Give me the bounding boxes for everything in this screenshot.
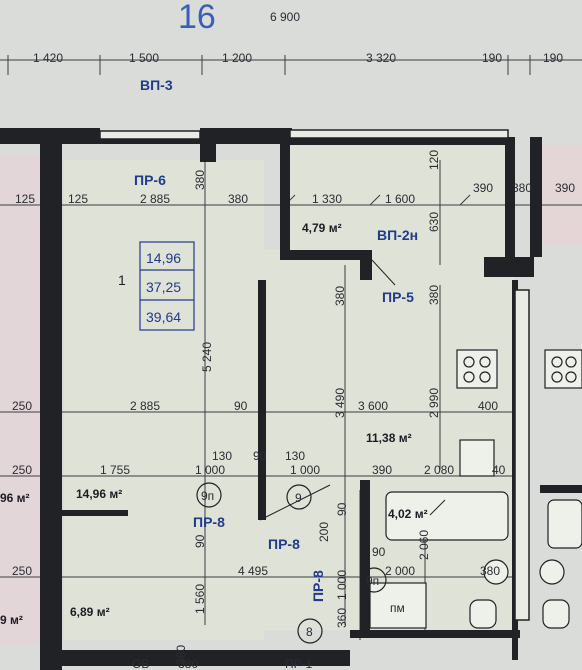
dim-v-630: 630 [427, 212, 441, 232]
dim-v-380a: 380 [193, 170, 207, 190]
dim-r3-390: 390 [372, 463, 392, 477]
dim-v-380b: 380 [333, 286, 347, 306]
dim-r1-380: 380 [228, 192, 248, 206]
dim-r3-130b: 130 [285, 449, 305, 463]
dim-1200: 1 200 [222, 51, 252, 65]
dim-190-b: 190 [543, 51, 563, 65]
sink-fixture [459, 439, 495, 477]
dim-3320: 3 320 [366, 51, 396, 65]
dim-1500: 1 500 [129, 51, 159, 65]
bottom-partial-380: 380 [178, 657, 198, 670]
dim-1420: 1 420 [33, 51, 63, 65]
apartment-number: 1 [118, 272, 126, 288]
area-4-02: 4,02 м² [388, 507, 428, 521]
dim-v-90b: 90 [335, 502, 349, 516]
area-11-38: 11,38 м² [366, 431, 412, 445]
area-14-96: 14,96 м² [76, 487, 122, 501]
dim-v-5240: 5 240 [200, 342, 214, 372]
dim-r2-250: 250 [12, 399, 32, 413]
room-neighbor-fill [540, 145, 582, 245]
dim-r3-250: 250 [12, 463, 32, 477]
label-pr5: ПР-5 [382, 289, 414, 305]
marker-8: 8 [306, 625, 313, 639]
stove-fixture-right [544, 349, 582, 389]
label-pr8b: ПР-8 [268, 536, 300, 552]
fixtures [369, 349, 582, 629]
dim-r3-90: 90 [253, 449, 267, 463]
room-living-fill [64, 160, 264, 640]
dim-v-90c: 90 [372, 545, 386, 559]
apartment-living-area: 14,96 [146, 250, 181, 266]
dim-r2-2885: 2 885 [130, 399, 160, 413]
area-left-1: 96 м² [0, 491, 30, 505]
bottom-partial-pr1: ПР-1 [285, 657, 313, 670]
dim-r3-1000a: 1 000 [195, 463, 225, 477]
dim-r1-125b: 125 [68, 192, 88, 206]
dim-6900: 6 900 [270, 10, 300, 24]
apartment-total-area: 37,25 [146, 279, 181, 295]
markers [196, 482, 387, 644]
dim-r1-125a: 125 [15, 192, 35, 206]
dim-r1-390a: 390 [473, 181, 493, 195]
door-swings [259, 259, 446, 521]
basin-fixture-right [539, 559, 565, 585]
label-pm: пм [390, 601, 405, 615]
dim-v-1560: 1 560 [193, 584, 207, 614]
bottom-partial-ov: ОВ [132, 657, 149, 670]
dim-v-3490: 3 490 [333, 388, 347, 418]
dim-r3-2080: 2 080 [424, 463, 454, 477]
dim-v-2060: 2 060 [417, 530, 431, 560]
marker-9: 9 [295, 491, 302, 505]
dim-v-380d: 380 [174, 645, 188, 665]
area-left-2: 9 м² [0, 613, 23, 627]
marker-9p-b: 9п [366, 574, 379, 588]
apartment-total-with-balcony: 39,64 [146, 309, 181, 325]
stove-fixture [456, 349, 498, 389]
dim-r1-380b: 380 [512, 181, 532, 195]
area-4-79: 4,79 м² [302, 221, 342, 235]
label-vp2n: ВП-2н [377, 227, 418, 243]
dim-r1-390b: 390 [555, 181, 575, 195]
dim-r2-3600: 3 600 [358, 399, 388, 413]
label-pr8c: ПР-8 [310, 570, 326, 602]
windows [99, 129, 530, 621]
apartment-area-box: 14,96 37,25 39,64 [139, 241, 195, 331]
dim-v-120: 120 [427, 150, 441, 170]
bathtub-fixture-right [547, 499, 582, 549]
dim-v-90a: 90 [193, 534, 207, 548]
dim-r3-130a: 130 [212, 449, 232, 463]
dim-190-a: 190 [482, 51, 502, 65]
dim-r3-1000b: 1 000 [290, 463, 320, 477]
dim-r4-250: 250 [12, 564, 32, 578]
dim-v-200: 200 [317, 522, 331, 542]
bathtub-fixture [385, 491, 509, 541]
label-pr6: ПР-6 [134, 172, 166, 188]
dim-v-380e: 380 [480, 564, 500, 578]
dim-r4-2000: 2 000 [385, 564, 415, 578]
dim-v-360: 360 [335, 608, 349, 628]
dim-v-2990: 2 990 [427, 388, 441, 418]
basin-fixture [483, 559, 509, 585]
dim-r3-1755: 1 755 [100, 463, 130, 477]
dim-v-380c: 380 [427, 285, 441, 305]
dim-r2-90: 90 [234, 399, 248, 413]
room-hall-fill [288, 145, 513, 260]
label-vp3: ВП-3 [140, 77, 173, 93]
toilet-fixture-right [542, 599, 570, 629]
label-pr8a: ПР-8 [193, 514, 225, 530]
toilet-fixture [469, 599, 497, 629]
dim-r3-40: 40 [492, 463, 506, 477]
area-6-89: 6,89 м² [70, 605, 110, 619]
dim-r1-1330: 1 330 [312, 192, 342, 206]
dim-r1-2885: 2 885 [140, 192, 170, 206]
handwritten-number: 16 [178, 0, 216, 36]
dim-r1-1600: 1 600 [385, 192, 415, 206]
room-left-fill [0, 155, 45, 645]
dim-r4-4495: 4 495 [238, 564, 268, 578]
marker-9p-a: 9п [201, 489, 214, 503]
dim-r2-400: 400 [478, 399, 498, 413]
dim-v-1000: 1 000 [335, 570, 349, 600]
